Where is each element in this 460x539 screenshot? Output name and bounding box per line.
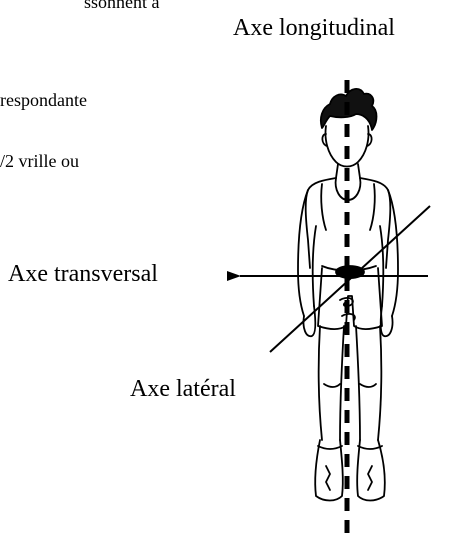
left-arm xyxy=(298,190,316,316)
tank-top-left-armhole xyxy=(321,184,326,230)
right-knee xyxy=(360,384,376,387)
left-leg xyxy=(319,326,344,440)
left-knee xyxy=(324,384,340,387)
right-leg xyxy=(356,326,381,440)
lateral-axis xyxy=(270,206,430,352)
right-boot-top xyxy=(358,446,382,449)
tank-top-right-armhole xyxy=(370,184,375,230)
right-boot-lace xyxy=(368,466,372,490)
right-arm xyxy=(380,190,398,316)
left-boot-lace xyxy=(326,466,330,490)
left-boot-top xyxy=(318,446,342,449)
